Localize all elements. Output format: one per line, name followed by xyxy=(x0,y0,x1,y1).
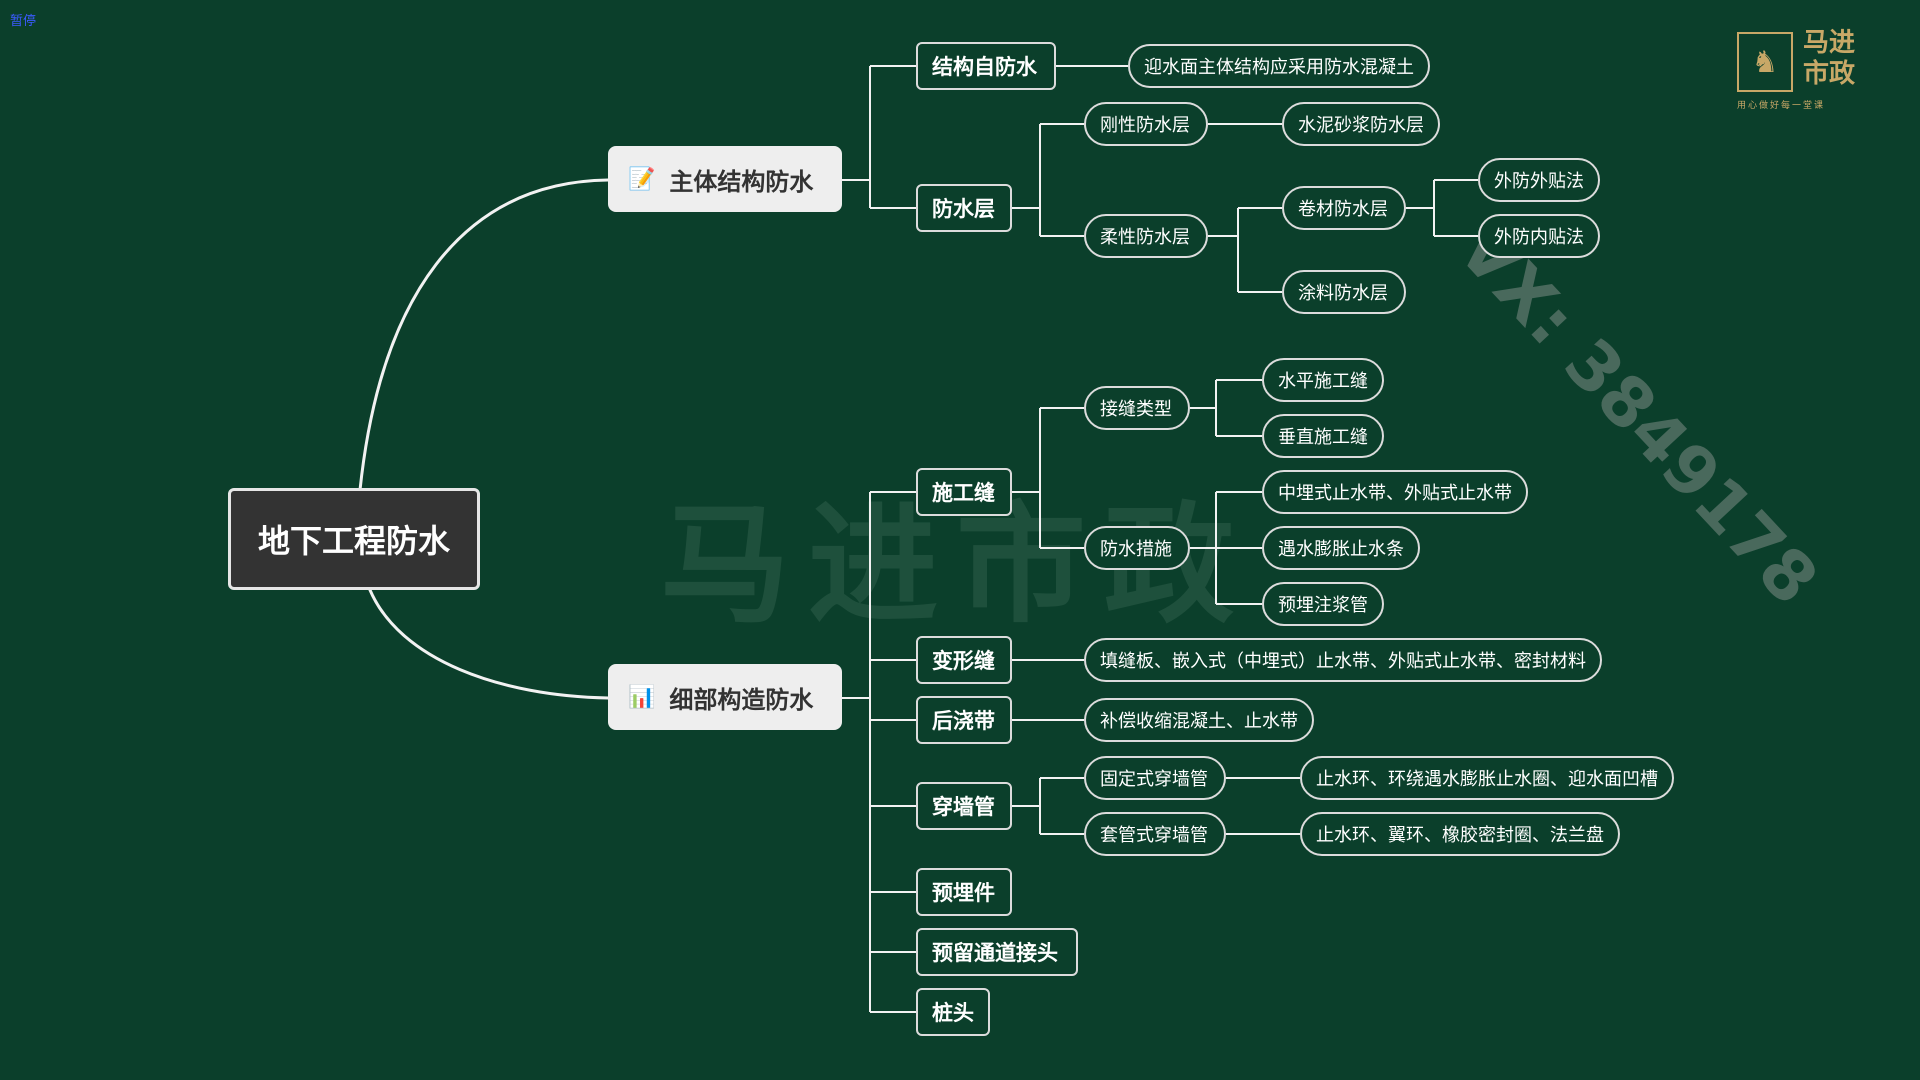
topic-membrane-layer[interactable]: 卷材防水层 xyxy=(1282,186,1406,230)
topic-swelling-strip[interactable]: 遇水膨胀止水条 xyxy=(1262,526,1420,570)
brand-logo: ♞ 马进 市政 用心做好每一堂课 xyxy=(1735,28,1875,112)
logo-name: 马进 市政 xyxy=(1803,28,1867,90)
topic-vertical-joint[interactable]: 垂直施工缝 xyxy=(1262,414,1384,458)
topic-construction-joint[interactable]: 施工缝 xyxy=(916,468,1012,516)
connector-measures-items xyxy=(1190,491,1262,605)
topic-rigid-layer[interactable]: 刚性防水层 xyxy=(1084,102,1208,146)
connector-joint-children xyxy=(1012,407,1084,549)
topic-sleeve-pipe[interactable]: 套管式穿墙管 xyxy=(1084,812,1226,856)
logo-line1: 马进 xyxy=(1803,28,1856,58)
topic-embedded-parts[interactable]: 预埋件 xyxy=(916,868,1012,916)
topic-sleeve-pipe-detail[interactable]: 止水环、翼环、橡胶密封圈、法兰盘 xyxy=(1300,812,1620,856)
topic-label: 细部构造防水 xyxy=(669,685,814,714)
topic-post-pour-detail[interactable]: 补偿收缩混凝土、止水带 xyxy=(1084,698,1314,742)
topic-coating-layer[interactable]: 涂料防水层 xyxy=(1282,270,1406,314)
topic-detail-structure[interactable]: 📊 细部构造防水 xyxy=(608,664,842,730)
connector-branch2-trunk xyxy=(842,492,871,1012)
diagram-icon: 📊 xyxy=(628,684,656,710)
connector-membrane-methods xyxy=(1406,179,1478,237)
topic-joint-measures[interactable]: 防水措施 xyxy=(1084,526,1190,570)
horse-icon: ♞ xyxy=(1737,32,1793,92)
topic-wall-pipe[interactable]: 穿墙管 xyxy=(916,782,1012,830)
logo-slogan: 用心做好每一堂课 xyxy=(1737,101,1826,111)
topic-label: 主体结构防水 xyxy=(669,167,814,196)
connector-branch2-children xyxy=(870,491,916,1013)
topic-post-pour-strip[interactable]: 后浇带 xyxy=(916,696,1012,744)
topic-waterproof-layer[interactable]: 防水层 xyxy=(916,184,1012,232)
topic-structural-detail[interactable]: 迎水面主体结构应采用防水混凝土 xyxy=(1128,44,1430,88)
root-topic[interactable]: 地下工程防水 xyxy=(228,488,480,590)
topic-rigid-detail[interactable]: 水泥砂浆防水层 xyxy=(1282,102,1440,146)
topic-deformation-joint[interactable]: 变形缝 xyxy=(916,636,1012,684)
topic-fixed-pipe[interactable]: 固定式穿墙管 xyxy=(1084,756,1226,800)
topic-reserved-channel[interactable]: 预留通道接头 xyxy=(916,928,1078,976)
topic-grouting-pipe[interactable]: 预埋注浆管 xyxy=(1262,582,1384,626)
connector-layer-children xyxy=(1012,123,1084,237)
topic-structural-waterproof[interactable]: 结构自防水 xyxy=(916,42,1056,90)
pause-indicator: 暂停 xyxy=(10,14,37,29)
connector-types-items xyxy=(1190,379,1262,437)
connector-flexible-children xyxy=(1208,207,1282,293)
memo-icon: 📝 xyxy=(628,166,656,192)
connector-pipe-children xyxy=(1012,777,1084,835)
topic-pile-head[interactable]: 桩头 xyxy=(916,988,990,1036)
connector-branch1-children xyxy=(842,65,916,209)
topic-horizontal-joint[interactable]: 水平施工缝 xyxy=(1262,358,1384,402)
topic-joint-types[interactable]: 接缝类型 xyxy=(1084,386,1190,430)
logo-line2: 市政 xyxy=(1803,59,1856,89)
connector-root-branch1 xyxy=(358,178,610,492)
topic-deformation-detail[interactable]: 填缝板、嵌入式（中埋式）止水带、外贴式止水带、密封材料 xyxy=(1084,638,1602,682)
topic-fixed-pipe-detail[interactable]: 止水环、环绕遇水膨胀止水圈、迎水面凹槽 xyxy=(1300,756,1674,800)
topic-method-external-inner[interactable]: 外防内贴法 xyxy=(1478,214,1600,258)
topic-waterstop-belt[interactable]: 中埋式止水带、外贴式止水带 xyxy=(1262,470,1528,514)
topic-flexible-layer[interactable]: 柔性防水层 xyxy=(1084,214,1208,258)
topic-main-structure[interactable]: 📝 主体结构防水 xyxy=(608,146,842,212)
connector-root-branch2 xyxy=(368,588,610,700)
topic-method-external-outer[interactable]: 外防外贴法 xyxy=(1478,158,1600,202)
